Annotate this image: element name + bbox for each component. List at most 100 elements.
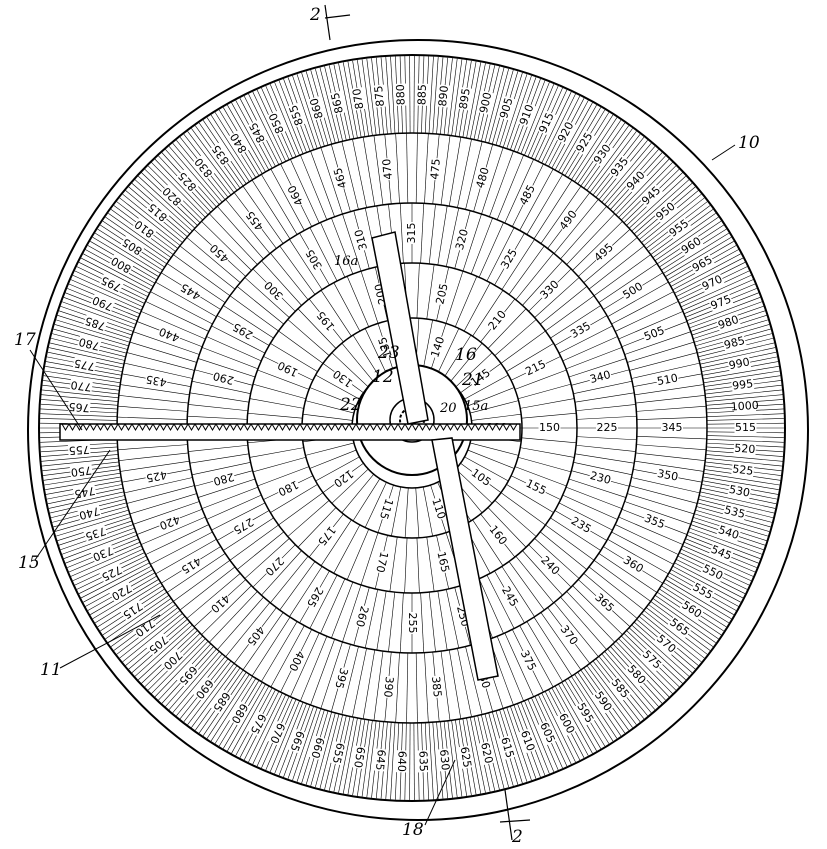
ring-1-tick [470,442,519,456]
ring-5-tick [654,594,719,640]
ring-4-label-bg [178,553,204,576]
ring-4-tick [341,646,359,715]
ring-5-tick [292,75,318,149]
ring-2-tick [247,412,303,419]
ring-4-tick [572,585,623,635]
ring-4-tick [440,135,451,205]
ring-4-tick [150,531,213,565]
ring-4-label: 505 [642,324,666,344]
ring-2-tick [517,383,572,400]
ring-2-tick [487,507,527,548]
ring-4-tick [341,141,359,210]
ring-3-tick [508,245,545,295]
ring-2-tick [360,532,379,586]
ref-23: 23 [377,343,400,363]
ring-3-tick [550,305,601,339]
ring-5-label: 575 [640,648,664,672]
ring-3-label-bg [537,553,562,578]
ring-4-tick [631,362,700,379]
ring-3-tick [223,305,274,339]
ring-5-label: 875 [372,85,387,107]
ring-5-label-bg [498,96,516,121]
ring-5-label-bg [267,110,287,136]
ring-4-label-bg [157,324,182,344]
ring-2-tick [278,330,324,364]
ring-5-label: 635 [416,751,430,772]
ring-2-tick [297,507,337,548]
ring-5-label-bg [209,142,233,167]
ring-5-label-bg [733,399,757,414]
ring-5-label-bg [69,377,93,393]
ring-4-tick [310,639,335,706]
ring-4-label: 385 [429,676,444,698]
ring-5-tick [92,236,159,277]
ref-12: 12 [372,367,394,387]
ring-5-label-bg [247,711,269,737]
ring-3-label: 320 [453,228,471,252]
ring-5-label: 925 [573,130,595,155]
ring-5-label-bg [175,168,200,194]
ring-3-label-bg [568,319,594,342]
ref-11: 11 [40,660,62,680]
ring-5-tick [695,509,770,532]
ring-3-label: 330 [538,278,562,302]
ring-1-tick [341,343,374,382]
ring-5-tick [315,712,336,788]
ring-3-tick [270,252,309,300]
ring-5-label: 935 [608,155,631,180]
ring-5-tick [49,495,125,514]
ring-5-tick [342,717,358,794]
ring-5-tick [92,579,159,620]
ring-2-label: 210 [486,308,509,333]
ring-1-label: 135 [376,335,395,359]
ring-1-tick [467,449,515,469]
ring-3-tick [540,531,588,570]
ring-5-tick [210,114,253,180]
ring-4-label-bg [243,208,267,233]
ring-5-tick [80,562,150,599]
ring-5-label-bg [351,86,367,111]
ring-2-label-bg [486,523,510,548]
ring-5-label: 700 [161,648,185,672]
ring-4-label-bg [642,512,667,532]
ring-5-label-bg [416,750,430,773]
ring-5-tick [292,707,318,781]
ring-5-tick [628,175,686,229]
ring-4-tick [615,301,679,332]
ring-4-tick [186,237,241,283]
ring-4-tick [519,625,554,688]
ring-3-tick [437,590,448,651]
ring-5-tick [672,253,741,291]
ring-5-tick [469,717,486,793]
ring-5-label-bg [624,662,649,688]
ring-5-tick [252,694,286,765]
ring-3-tick [342,213,362,272]
ring-4-tick [209,591,258,643]
rack-upper [371,231,429,425]
ring-1-tick [309,387,357,407]
ring-4-label-bg [144,467,169,484]
ring-5-tick [554,102,593,171]
ring-5-tick [705,389,783,399]
ring-4-label: 360 [621,553,646,575]
ring-2-label: 205 [433,282,450,305]
ring-5-tick [54,324,129,347]
ring-3-tick [261,260,302,306]
ring-5-tick [447,58,458,136]
ring-5-tick [484,67,505,143]
ring-2-label-bg [434,549,451,575]
ring-5-label: 840 [228,131,250,156]
ring-3-tick [568,478,627,498]
ring-2-tick [472,519,504,566]
ring-4-tick [598,263,658,303]
ring-4-label-bg [381,675,395,699]
ring-4-label: 475 [428,158,443,180]
ring-5-label-bg [192,676,216,702]
ring-5-label: 785 [83,314,107,333]
ring-4-tick [145,301,209,332]
ring-4-tick [415,652,418,723]
ring-5-tick [432,56,439,134]
ring-5-tick [541,692,576,763]
ring-4-tick [352,139,367,208]
ring-4-label-bg [655,467,680,484]
